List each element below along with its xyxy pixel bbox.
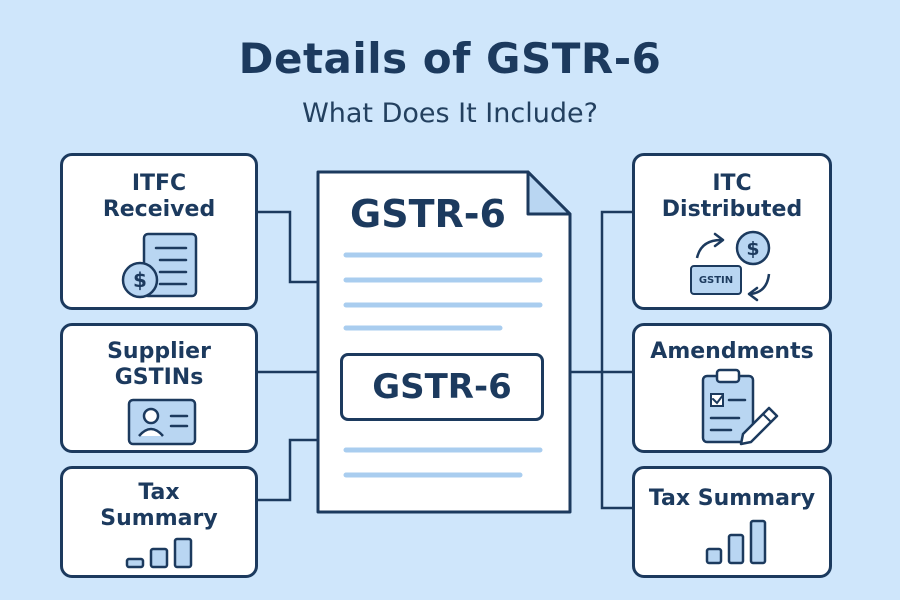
card-label-line2: GSTINs <box>114 365 204 390</box>
invoice-coin-icon: $ <box>121 232 198 299</box>
card-supplier-gstins: Supplier GSTINs <box>60 323 258 453</box>
gstin-exchange-icon: $ <box>695 230 771 302</box>
card-label-line2: Received <box>102 197 216 222</box>
card-label-line1: Supplier <box>107 339 211 364</box>
card-tax-summary-right: Tax Summary <box>632 466 832 578</box>
card-itc-distributed: ITC Distributed $ <box>632 153 832 310</box>
card-label-line1: Tax <box>138 480 180 505</box>
card-label-line1: Tax Summary <box>648 486 816 511</box>
card-amendments: Amendments <box>632 323 832 453</box>
card-label-line1: ITFC <box>131 171 187 196</box>
clipboard-pencil-icon <box>701 368 779 446</box>
connector-tax-left <box>258 438 318 502</box>
bar-chart-icon <box>705 519 767 565</box>
svg-text:$: $ <box>133 268 147 292</box>
bar-chart-icon <box>125 537 193 569</box>
card-label-line2: Distributed <box>661 197 803 222</box>
id-card-icon <box>127 398 197 446</box>
page-title: Details of GSTR-6 <box>238 34 662 83</box>
svg-text:$: $ <box>746 238 759 260</box>
page-subtitle: What Does It Include? <box>302 98 598 129</box>
document-title: GSTR-6 <box>350 192 506 236</box>
gstin-tag: GSTIN <box>690 265 742 295</box>
connector-right-trunk <box>600 210 632 510</box>
connector-itfc <box>258 210 318 284</box>
card-itfc-received: ITFC Received $ <box>60 153 258 310</box>
card-label-line1: Amendments <box>650 339 814 364</box>
card-tax-summary-left: Tax Summary <box>60 466 258 578</box>
card-label-line1: ITC <box>712 171 752 196</box>
document-badge: GSTR-6 <box>340 353 544 421</box>
card-label-line2: Summary <box>100 506 218 531</box>
